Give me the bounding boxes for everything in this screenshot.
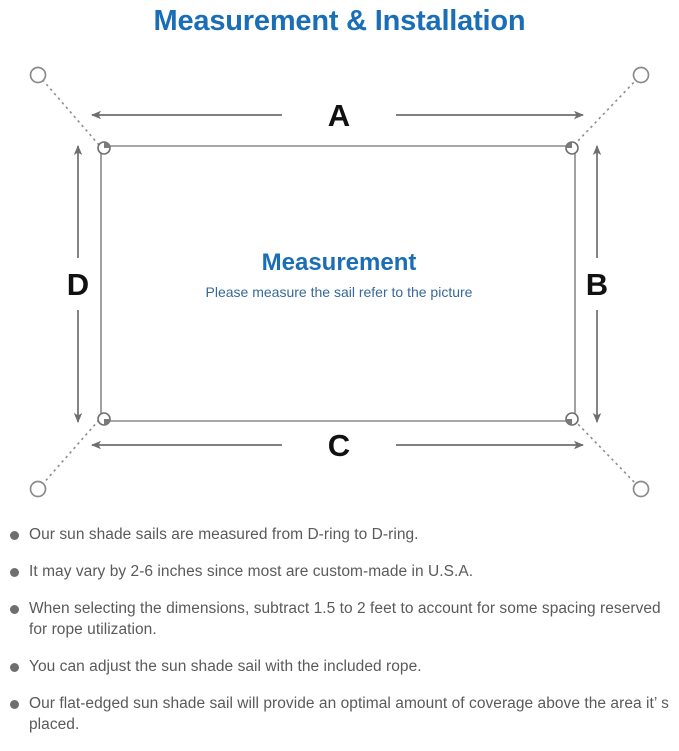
note-text: When selecting the dimensions, subtract … [29,600,661,638]
dimension-label-d: D [67,267,89,302]
dimension-label-b: B [586,267,608,302]
bullet-icon [10,663,19,672]
bullet-icon [10,531,19,540]
sail-title: Measurement [262,249,417,276]
bullet-icon [10,568,19,577]
dotted-rope-line [40,77,639,487]
list-item: You can adjust the sun shade sail with t… [10,656,675,677]
note-text: Our flat-edged sun shade sail will provi… [29,695,669,733]
d-ring-tab [104,142,572,425]
dimension-label-a: A [328,98,350,133]
list-item: When selecting the dimensions, subtract … [10,598,675,640]
sail-rectangle [100,145,576,422]
sail-subtitle: Please measure the sail refer to the pic… [206,284,473,300]
bullet-icon [10,605,19,614]
list-item: Our flat-edged sun shade sail will provi… [10,693,675,735]
dimension-label-c: C [328,428,350,463]
list-item: Our sun shade sails are measured from D-… [10,524,675,545]
notes-list: Our sun shade sails are measured from D-… [10,524,675,751]
sail-measurement-diagram: A C D B Measurement Please measure the s… [0,52,679,512]
anchor-circle-icon [29,66,650,498]
note-text: It may vary by 2-6 inches since most are… [29,563,474,580]
list-item: It may vary by 2-6 inches since most are… [10,561,675,582]
bullet-icon [10,700,19,709]
page-title: Measurement & Installation [153,5,526,37]
note-text: Our sun shade sails are measured from D-… [29,526,419,543]
note-text: You can adjust the sun shade sail with t… [29,658,422,675]
